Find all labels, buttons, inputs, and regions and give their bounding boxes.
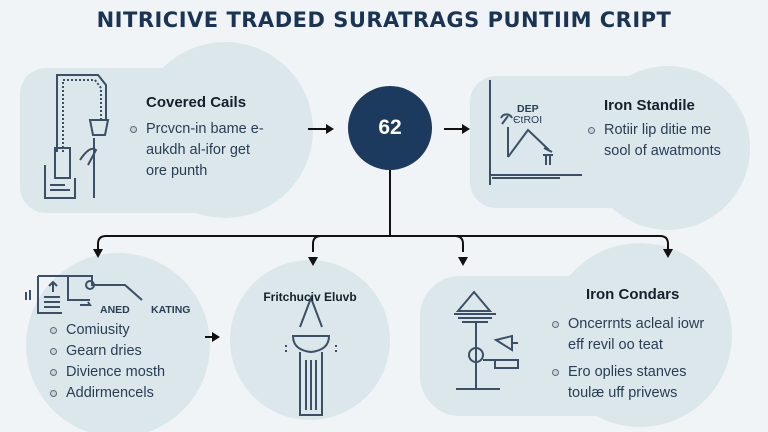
- card-community-list: Comiusity Gearn dries Divience mosth Add…: [48, 320, 165, 404]
- arrow-down-2: [308, 257, 318, 266]
- list-item: Gearn dries: [48, 341, 165, 362]
- icon-label: ЄtROI: [513, 114, 543, 126]
- page-title: NITRICIVE TRADED SURATRAGS PUNTIIM CRIPT: [96, 8, 672, 32]
- card-heading: Fritchuciv Eluvb: [263, 290, 357, 304]
- icon-label: ANED: [100, 304, 130, 316]
- list-item: Oncerrnts acleal iowr eff revil oo teat: [550, 314, 720, 356]
- card-heading: Covered Cails: [146, 94, 247, 111]
- icon-label: KATING: [151, 304, 191, 316]
- fritchuciv-fountain-icon: [285, 295, 337, 416]
- arrow-down-4: [663, 249, 673, 258]
- list-item: Divience mosth: [48, 362, 165, 383]
- community-flow-icon: [25, 275, 143, 314]
- list-item: Addirmencels: [48, 383, 165, 404]
- branch-line: [97, 235, 669, 252]
- card-covered-calls-blob: [137, 42, 313, 218]
- center-value: 62: [378, 116, 402, 139]
- icon-label: DEP: [517, 103, 539, 115]
- list-item: Ero oplies stanves toulæ uff privews: [550, 362, 720, 404]
- card-community-bg: [26, 253, 210, 432]
- arrow-down-3: [458, 257, 468, 266]
- list-item: Prcvcn-in bame e-aukdh al-ifor get ore p…: [128, 119, 268, 182]
- card-heading: Iron Standile: [604, 97, 695, 114]
- iron-standile-chart-icon: [489, 80, 582, 185]
- covered-calls-icon: [44, 74, 110, 199]
- card-iron-condars-list: Oncerrnts acleal iowr eff revil oo teat …: [550, 314, 720, 404]
- card-covered-calls: Covered Cails Prcvcn-in bame e-aukdh al-…: [130, 94, 268, 182]
- card-fritchuciv-bg: [230, 260, 390, 420]
- card-iron-condars-blob: [548, 243, 732, 427]
- card-heading: Iron Condars: [586, 286, 680, 303]
- arrow-down-1: [93, 249, 103, 258]
- list-item: Comiusity: [48, 320, 165, 341]
- card-iron-standile-blob: [586, 66, 750, 230]
- iron-condars-tower-icon: [454, 290, 519, 390]
- center-value-circle: 62: [348, 86, 432, 170]
- list-item: Rotiir lip ditie me sool of awatmonts: [586, 120, 736, 162]
- card-iron-standile: Iron Standile Rotiir lip ditie me sool o…: [588, 97, 736, 162]
